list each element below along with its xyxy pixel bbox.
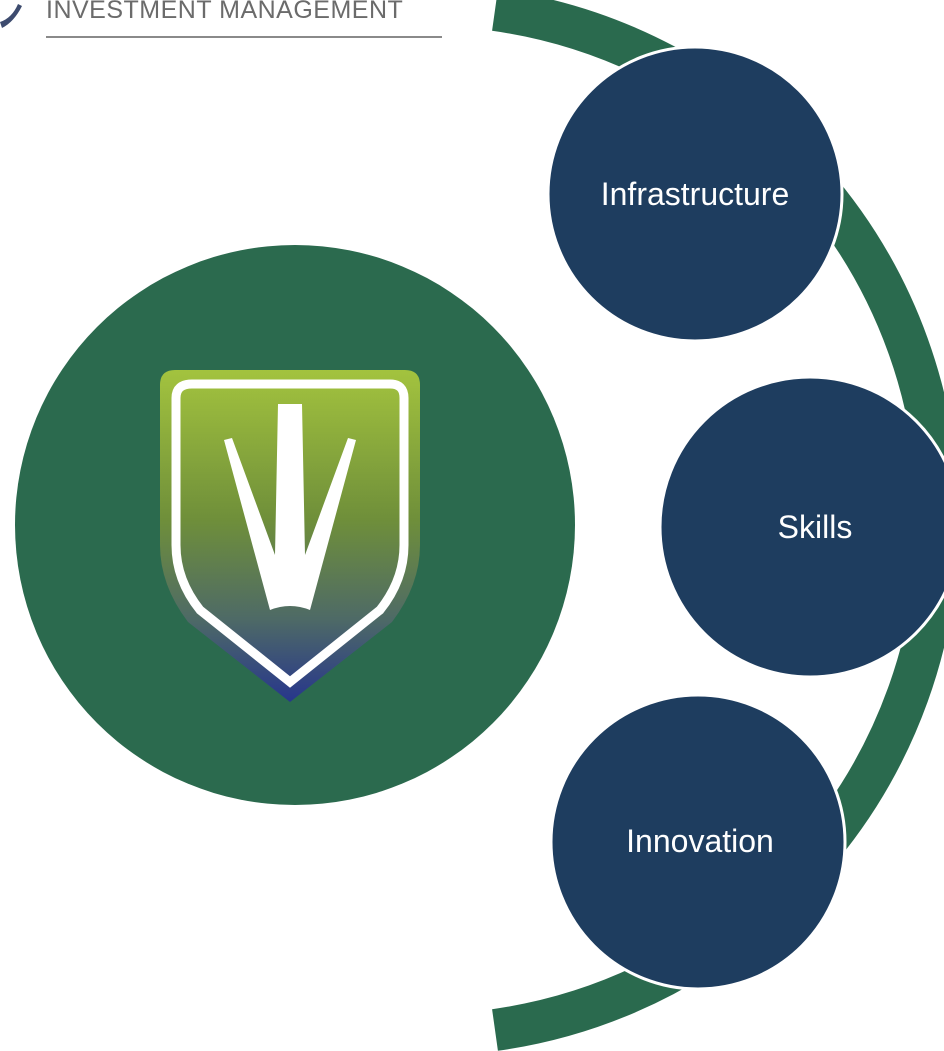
company-logo-fragment-icon <box>0 4 22 28</box>
node-circle <box>546 45 844 343</box>
node-circle <box>549 693 847 991</box>
node-circle <box>658 375 944 679</box>
node-label: Infrastructure <box>601 176 790 212</box>
company-subtitle: INVESTMENT MANAGEMENT <box>46 0 403 24</box>
header: INVESTMENT MANAGEMENT <box>0 0 442 38</box>
center-hub <box>15 245 575 805</box>
node-label: Innovation <box>626 823 774 859</box>
node-innovation: Innovation <box>549 693 847 991</box>
node-skills: Skills <box>658 375 944 679</box>
node-label: Skills <box>778 509 853 545</box>
node-infrastructure: Infrastructure <box>546 45 844 343</box>
shield-logo-icon <box>160 370 420 702</box>
